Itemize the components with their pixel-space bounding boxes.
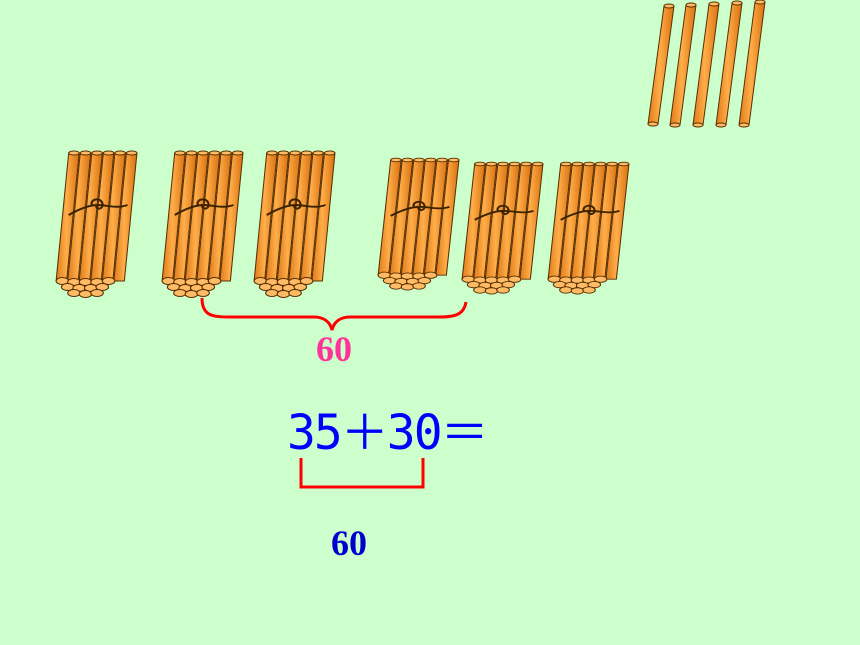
bundle-6 [547,161,631,296]
loose-sticks [647,0,766,128]
bundle-3 [253,149,336,299]
curly-brace [200,297,468,331]
bundle-1 [55,149,138,299]
loose-stick [692,1,720,128]
sum-bracket [299,458,425,489]
loose-stick [738,0,766,128]
loose-stick [715,0,743,128]
loose-stick [669,2,697,128]
bundle-2 [161,149,244,299]
bundle-5 [461,161,545,296]
equation: 35＋30＝ [287,405,489,461]
bracket-label: 60 [331,523,367,563]
loose-stick [647,3,675,127]
bundle-4 [377,157,460,292]
brace-label: 60 [316,329,352,369]
